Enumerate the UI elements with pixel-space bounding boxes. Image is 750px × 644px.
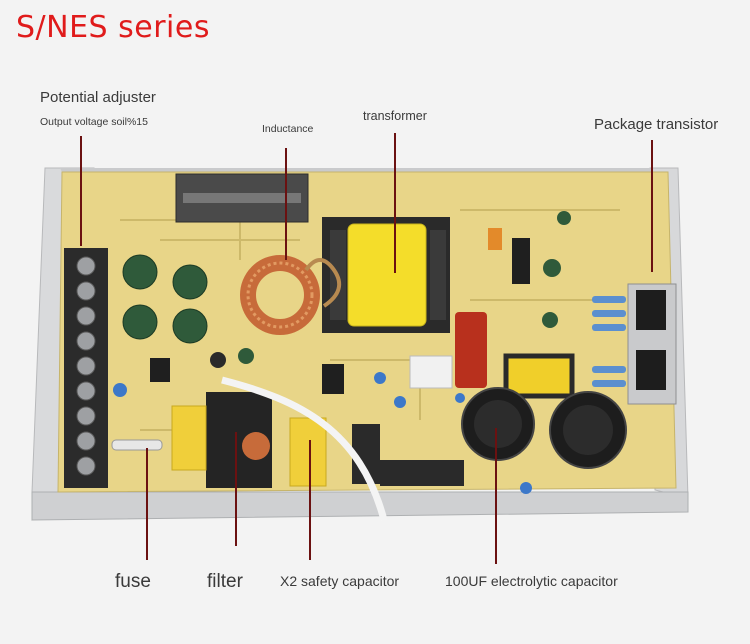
red-capacitor	[455, 312, 487, 388]
package-transistor	[627, 283, 677, 405]
label-fuse: fuse	[115, 571, 151, 592]
white-connector	[409, 355, 453, 389]
pointer-lines	[80, 133, 653, 564]
small-capacitors	[122, 211, 571, 368]
label-x2-capacitor: X2 safety capacitor	[280, 573, 400, 589]
label-output-voltage: Output voltage soil%15	[40, 116, 148, 128]
toroid-inductor	[240, 255, 320, 335]
small-transformer	[503, 353, 575, 399]
label-inductance: Inductance	[262, 123, 314, 135]
page-title: S/NES series	[16, 10, 210, 45]
blue-capacitors	[113, 372, 532, 494]
label-package-transistor: Package transistor	[594, 116, 719, 133]
large-capacitors	[461, 387, 627, 469]
label-electrolytic-capacitor: 100UF electrolytic capacitor	[445, 573, 618, 589]
transformer-core	[304, 217, 450, 333]
resistors	[488, 228, 626, 387]
label-transformer: transformer	[363, 109, 427, 123]
ic-chips	[150, 238, 530, 394]
white-cable	[221, 376, 388, 521]
label-filter: filter	[207, 571, 243, 592]
label-potential-adjuster: Potential adjuster	[40, 89, 156, 106]
terminal-block	[64, 248, 108, 488]
